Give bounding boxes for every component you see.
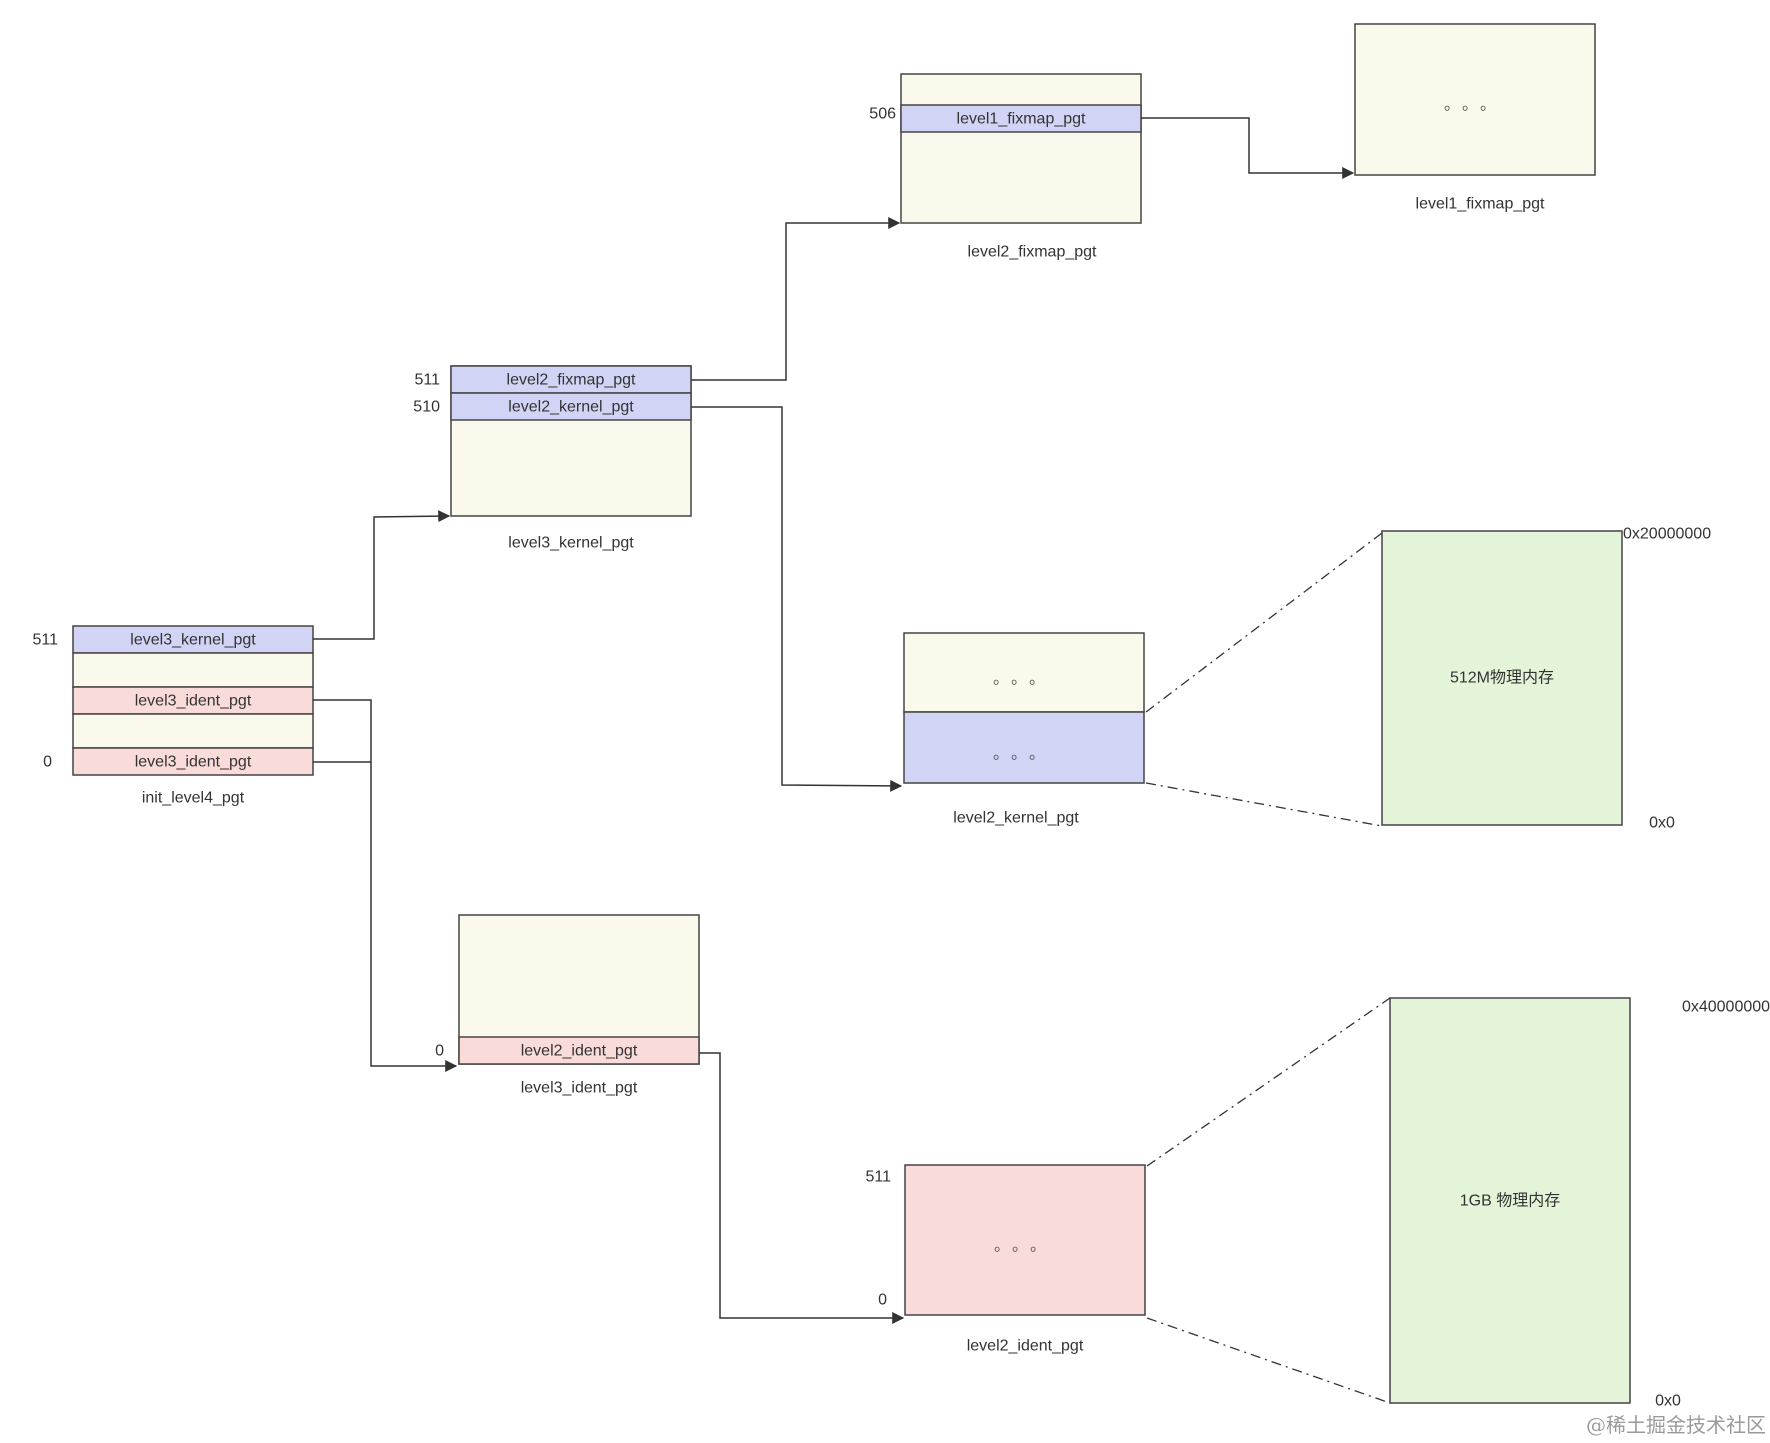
level2-kernel-pgt-table: 。。。 。。。 level2_kernel_pgt [903,632,1145,827]
arrow-init-to-level3-kernel [313,510,451,640]
mapping-line-kernel-bottom [1145,782,1383,827]
memory-block-512m [1381,530,1623,826]
init-level4-row-ident-1 [72,686,314,715]
level2-kernel-ellipsis-top: 。。。 [993,669,1055,688]
init-level4-row-label: level3_ident_pgt [135,754,252,771]
init-level4-row-0 [72,747,314,776]
level2-fixmap-index: 506 [869,106,896,123]
init-level4-pgt-table: level3_kernel_pgt level3_ident_pgt level… [32,625,314,807]
level3-ident-index: 0 [435,1043,444,1060]
level3-kernel-index: 511 [414,372,440,389]
level1-fixmap-body [1354,23,1596,176]
level2-kernel-caption: level2_kernel_pgt [953,810,1079,827]
pointer-arrows [313,117,1355,1324]
arrow-level3-kernel-to-level2-kernel [691,406,903,792]
init-level4-row-511 [72,625,314,654]
init-level4-index: 511 [32,632,58,649]
arrow-level3-kernel-to-level2-fixmap [691,217,901,381]
level2-ident-ellipsis: 。。。 [994,1236,1056,1255]
physical-memory-1gb: 1GB 物理内存 0x40000000 0x0 [1389,997,1770,1410]
mapping-line-ident-top [1146,997,1391,1167]
level2-fixmap-body [900,73,1142,224]
memory-block-1gb [1389,997,1631,1404]
level3-ident-row-label: level2_ident_pgt [521,1043,638,1060]
init-level4-caption: init_level4_pgt [142,790,245,807]
level2-ident-index-bottom: 0 [878,1292,887,1309]
mapping-line-kernel-top [1145,532,1383,713]
level2-fixmap-pgt-table: level1_fixmap_pgt 506 level2_fixmap_pgt [869,73,1142,261]
level2-ident-body [904,1164,1146,1316]
level2-fixmap-row-label: level1_fixmap_pgt [957,111,1087,128]
level3-kernel-row-510 [450,392,692,421]
memory-label-1gb: 1GB 物理内存 [1460,1192,1560,1210]
memory-addr-bottom: 0x0 [1655,1393,1681,1410]
memory-label-512m: 512M物理内存 [1450,669,1554,687]
init-level4-index: 0 [43,754,52,771]
level2-ident-index-top: 511 [865,1169,891,1186]
level2-ident-caption: level2_ident_pgt [967,1338,1084,1355]
arrow-level2-fixmap-to-level1-fixmap [1141,117,1355,179]
arrow-init-to-level3-ident [313,699,458,1072]
level3-kernel-pgt-table: level2_fixmap_pgt level2_kernel_pgt 511 … [413,365,692,552]
level1-fixmap-caption: level1_fixmap_pgt [1416,196,1546,213]
mapping-line-ident-bottom [1146,1317,1391,1404]
level1-fixmap-ellipsis: 。。。 [1444,95,1506,114]
memory-mapping-lines [1145,532,1391,1404]
physical-memory-512m: 512M物理内存 0x20000000 0x0 [1381,526,1711,832]
memory-addr-top: 0x40000000 [1682,999,1770,1016]
level2-fixmap-caption: level2_fixmap_pgt [968,244,1098,261]
level2-kernel-lower [903,711,1145,784]
level3-kernel-caption: level3_kernel_pgt [508,535,634,552]
level3-ident-pgt-table: level2_ident_pgt 0 level3_ident_pgt [435,914,700,1097]
level3-kernel-row-label: level2_kernel_pgt [508,399,634,416]
level2-ident-pgt-table: 。。。 511 0 level2_ident_pgt [865,1164,1146,1355]
init-level4-row-label: level3_ident_pgt [135,693,252,710]
init-level4-row-label: level3_kernel_pgt [130,632,256,649]
level2-fixmap-row-506 [900,104,1142,133]
level3-kernel-row-label: level2_fixmap_pgt [507,372,637,389]
arrow-level3-ident-to-level2-ident [699,1052,905,1324]
level3-kernel-index: 510 [413,399,440,416]
memory-addr-bottom: 0x0 [1649,815,1675,832]
init-level4-row-empty-2 [72,713,314,749]
memory-addr-top: 0x20000000 [1623,526,1711,543]
level1-fixmap-pgt-table: 。。。 level1_fixmap_pgt [1354,23,1596,213]
level3-ident-row-0 [458,1036,700,1065]
level3-ident-caption: level3_ident_pgt [521,1080,638,1097]
watermark: @稀土掘金技术社区 [1586,1413,1766,1437]
level2-kernel-ellipsis-bottom: 。。。 [993,744,1055,763]
init-level4-row-empty-1 [72,652,314,688]
